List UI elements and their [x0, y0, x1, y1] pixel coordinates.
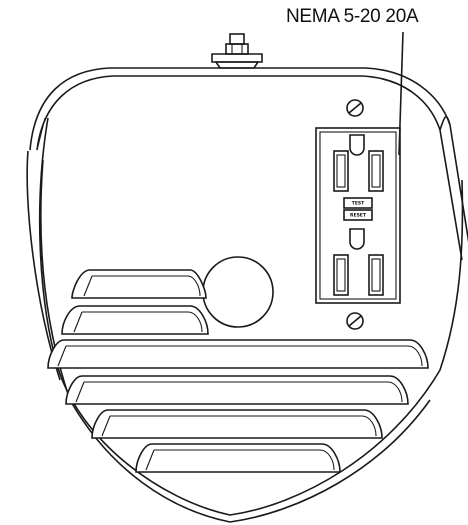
vent-slot — [91, 409, 383, 439]
reset-button[interactable] — [343, 209, 373, 221]
vent-slot — [135, 443, 341, 473]
vent-slot — [61, 305, 209, 335]
bolt-terminal-icon — [211, 33, 263, 69]
test-button[interactable] — [343, 197, 373, 209]
vent-slot — [65, 375, 409, 405]
round-port — [202, 256, 274, 328]
outlet-icon: TEST RESET — [315, 127, 401, 304]
vent-slot — [71, 269, 207, 299]
screw-icon — [346, 99, 364, 117]
housing-outline — [26, 67, 468, 523]
screw-icon — [346, 312, 364, 330]
receptacle-callout-label: NEMA 5-20 20A — [286, 6, 419, 27]
vent-slot — [47, 339, 429, 369]
test-button-label: TEST — [352, 201, 365, 207]
reset-button-label: RESET — [350, 213, 367, 219]
